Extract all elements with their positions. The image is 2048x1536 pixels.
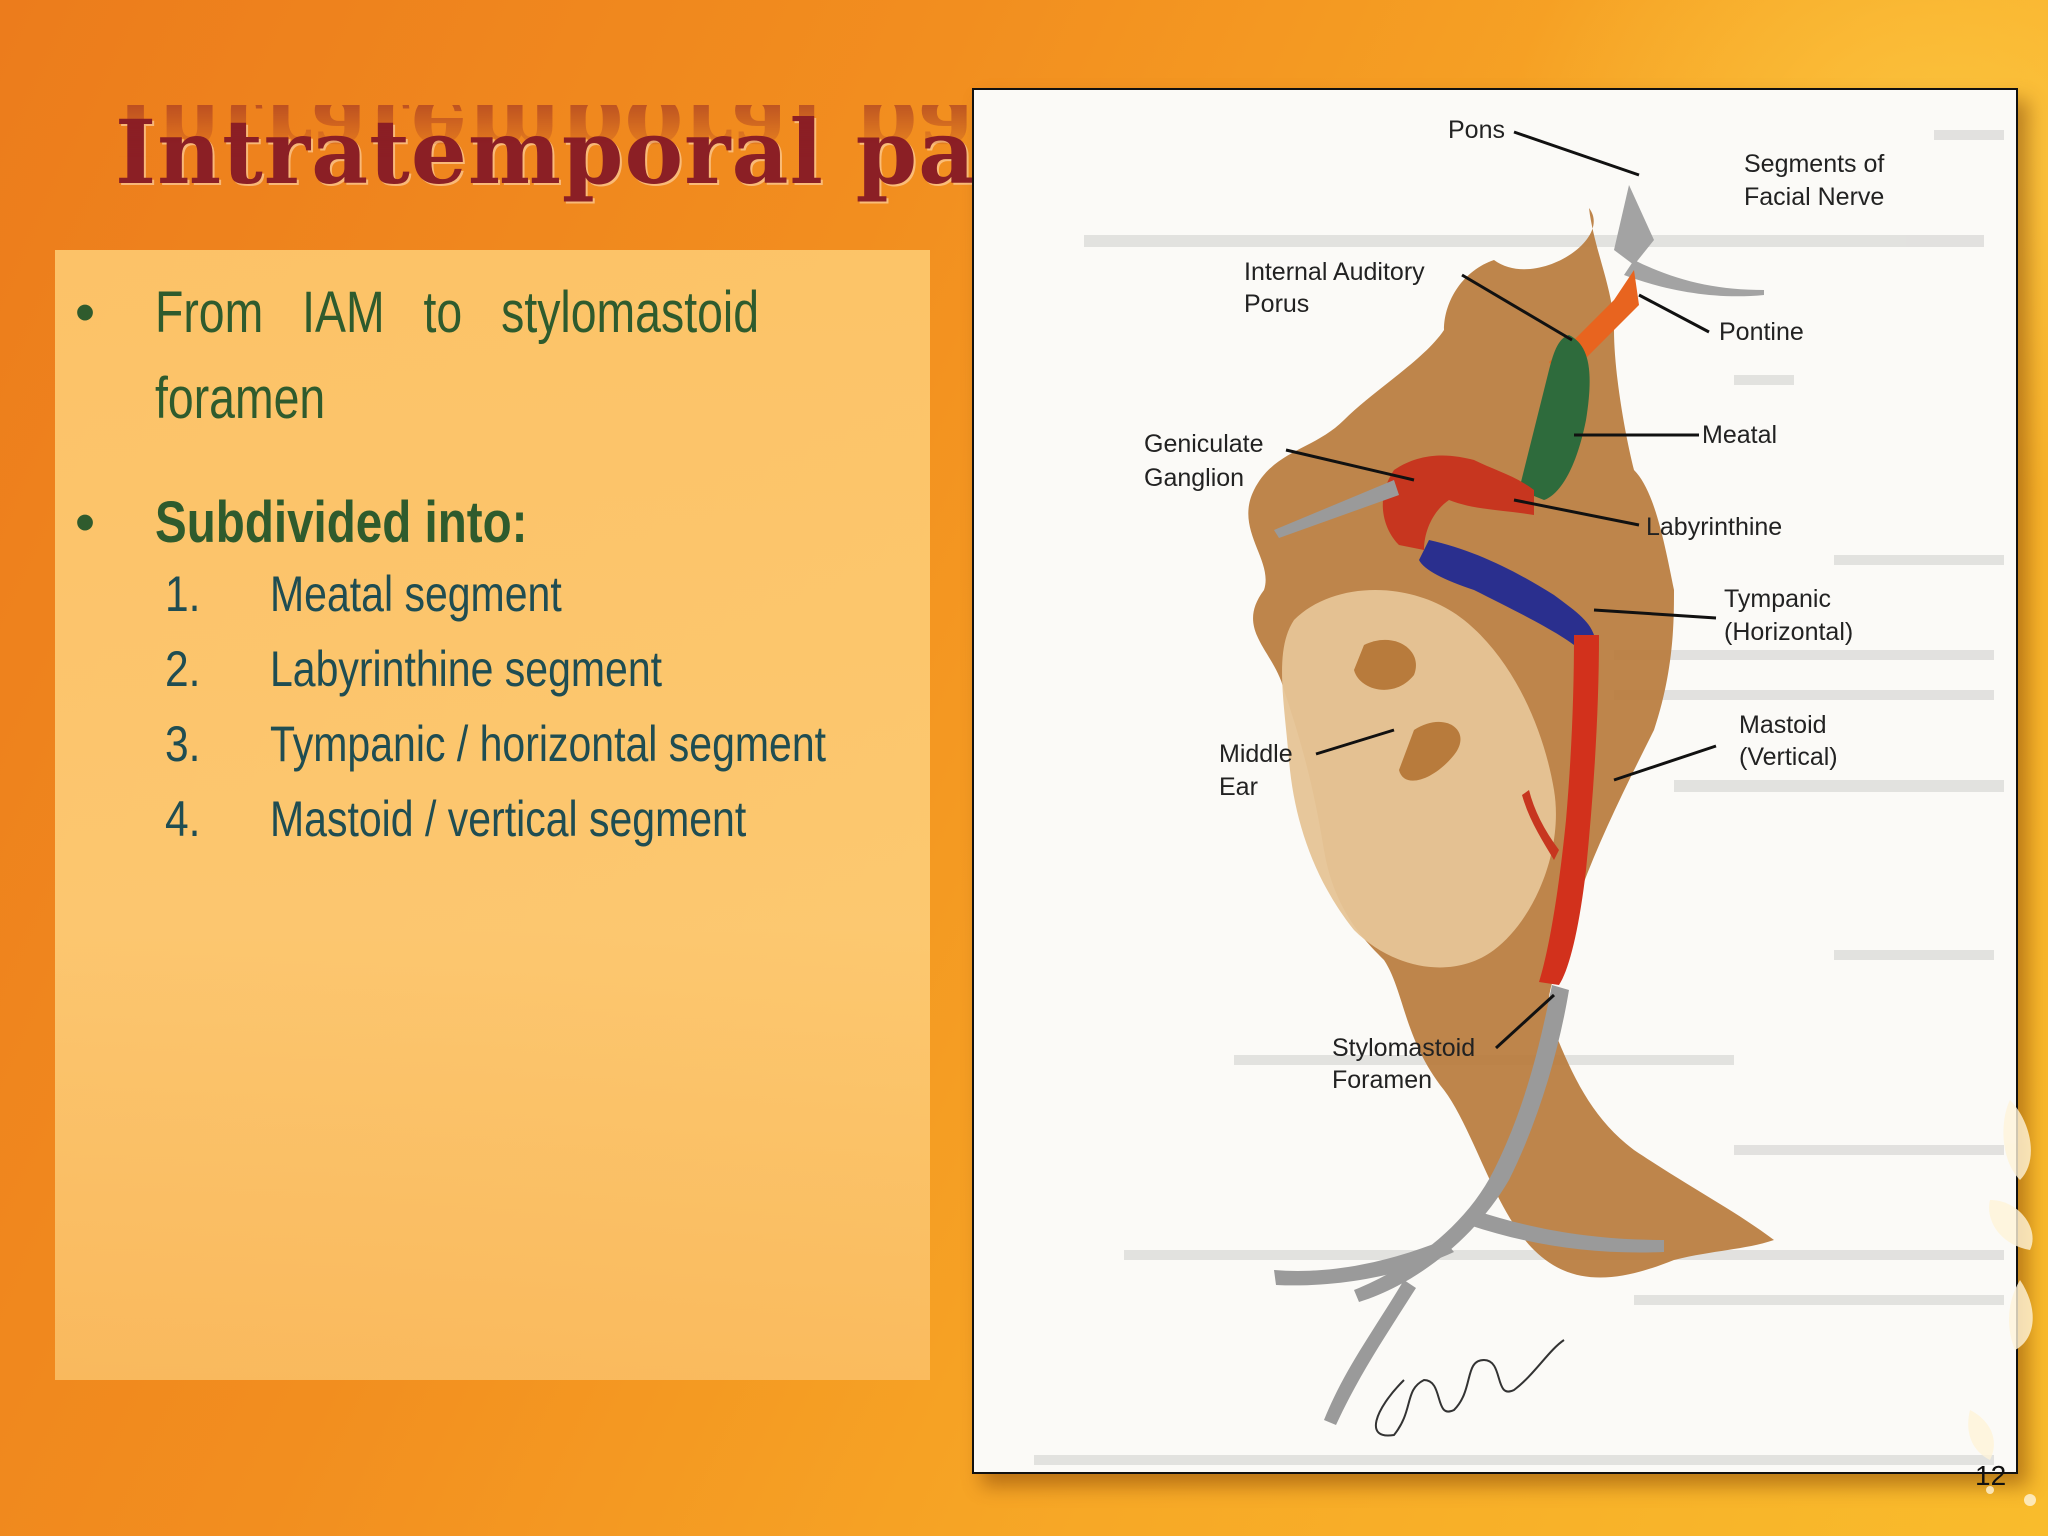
extracranial-nerve xyxy=(1354,985,1569,1302)
artist-signature xyxy=(1375,1339,1565,1437)
nerve-branch xyxy=(1274,1240,1454,1286)
pons-structure xyxy=(1624,260,1764,297)
tympanic-segment xyxy=(1419,540,1594,645)
slide-title: Intratemporal part xyxy=(115,100,1066,204)
bullet-text: Subdivided into: xyxy=(155,490,528,555)
content-box xyxy=(55,250,930,1380)
label-iap-line2: Porus xyxy=(1244,290,1309,318)
label-pontine: Pontine xyxy=(1719,318,1804,346)
mastoid-segment xyxy=(1539,635,1599,985)
leader-lines xyxy=(1285,130,1717,1050)
bullet-dot-icon: • xyxy=(74,490,96,555)
nerve-branch xyxy=(1469,1210,1664,1253)
label-labyrinthine: Labyrinthine xyxy=(1646,513,1782,541)
label-stylomastoid-line1: Stylomastoid xyxy=(1332,1034,1475,1062)
bullet-text-continuation: foramen xyxy=(155,366,326,431)
label-pons: Pons xyxy=(1448,116,1505,144)
petrosal-nerve xyxy=(1274,480,1399,538)
pons-structure xyxy=(1614,185,1654,265)
facial-nerve-diagram: Pons Segments of Facial Nerve Internal A… xyxy=(1034,116,2004,1465)
diagram-frame: Pons Segments of Facial Nerve Internal A… xyxy=(972,88,2018,1474)
label-meatal: Meatal xyxy=(1702,421,1777,449)
label-tympanic-line1: Tympanic xyxy=(1724,585,1831,613)
label-geniculate-line2: Ganglion xyxy=(1144,464,1244,492)
label-segments-line2: Facial Nerve xyxy=(1744,183,1884,211)
list-number: 2. xyxy=(165,641,201,697)
list-number: 1. xyxy=(165,566,201,622)
slide-title-reflection: Intratemporal part xyxy=(115,105,1066,180)
label-geniculate-line1: Geniculate xyxy=(1144,430,1264,458)
label-segments-line1: Segments of xyxy=(1744,150,1884,178)
list-number: 3. xyxy=(165,716,201,772)
label-stylomastoid-line2: Foramen xyxy=(1332,1066,1432,1094)
list-label: Mastoid / vertical segment xyxy=(270,791,747,847)
nerve-branch xyxy=(1324,1280,1416,1425)
meatal-segment xyxy=(1519,335,1590,500)
slide-number: 12 xyxy=(1975,1460,2007,1491)
list-number: 4. xyxy=(165,791,201,847)
list-label: Tympanic / horizontal segment xyxy=(270,716,827,772)
bullet-text: From IAM to stylomastoid xyxy=(155,280,759,345)
list-label: Meatal segment xyxy=(270,566,562,622)
bullet-dot-icon: • xyxy=(74,280,96,345)
ossicle-shape xyxy=(1354,639,1416,690)
label-mastoid-line2: (Vertical) xyxy=(1739,743,1838,771)
flower-decoration-icon xyxy=(1968,1100,2036,1506)
label-mastoid-line1: Mastoid xyxy=(1739,711,1827,739)
labyrinthine-segment xyxy=(1382,455,1534,550)
ossicle-shape xyxy=(1399,721,1461,781)
label-middle-ear-line1: Middle xyxy=(1219,740,1293,768)
label-middle-ear-line2: Ear xyxy=(1219,773,1258,801)
label-tympanic-line2: (Horizontal) xyxy=(1724,618,1853,646)
label-iap-line1: Internal Auditory xyxy=(1244,258,1425,286)
list-label: Labyrinthine segment xyxy=(270,641,663,697)
chorda-tympani xyxy=(1522,790,1559,860)
